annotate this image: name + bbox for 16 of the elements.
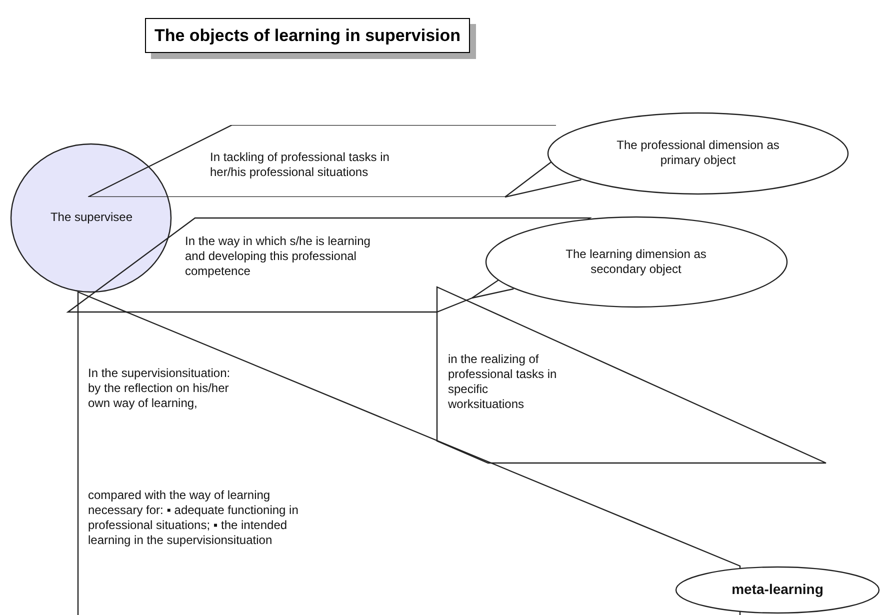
ellipse-label [547,112,849,195]
node-text: compared with the way of learning necessary for: ▪ adequate functioning in professional situations; ▪ the intended learning in the supervisionsituation [88,488,300,548]
node-text: In tackling of professional tasks in her/his professional situations [210,150,390,180]
connector-line [504,179,582,198]
node-text: in the realizing of professional tasks in specific worksituations [448,352,558,412]
node-text: The professional dimension as primary object [616,138,780,168]
callout-shape [88,125,556,197]
node-text: meta-learning [730,582,824,597]
person-circle [10,143,172,293]
node-text: The learning dimension as secondary object [564,247,708,277]
ellipse-label [675,566,880,614]
node-text: In the supervisionsituation: by the reflection on his/her own way of learning, [88,366,232,411]
triangle-shape [437,287,826,463]
node-text: The supervisee [49,210,134,225]
node-text: In the way in which s/he is learning and developing this professional competence [185,234,372,279]
ellipse-label [485,216,788,308]
